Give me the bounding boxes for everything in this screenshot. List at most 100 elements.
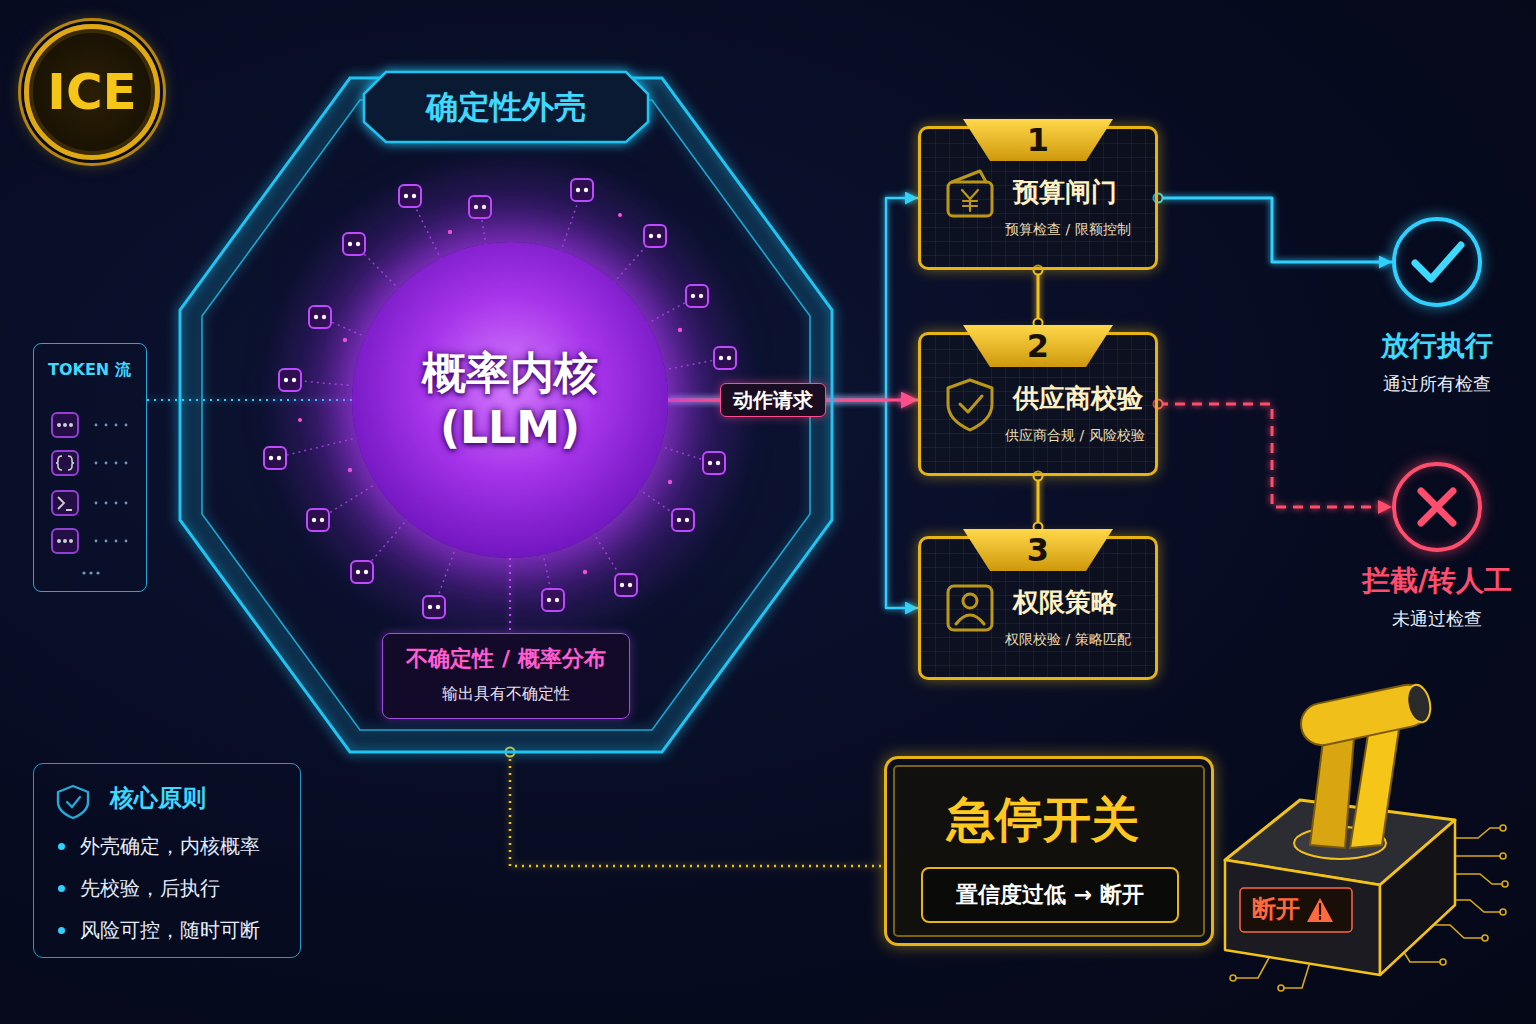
- roller-body: [1297, 681, 1433, 749]
- connector: [147, 399, 352, 401]
- token-particle: [672, 509, 694, 531]
- warning-mark: [1319, 904, 1321, 919]
- note-box: 不确定性 / 概率分布输出具有不确定性: [382, 633, 630, 719]
- result-circle: 放行执行通过所有检查: [1392, 217, 1482, 307]
- trace: [1284, 962, 1310, 988]
- trace-pad: [1278, 985, 1284, 991]
- particle-rays: [275, 190, 725, 607]
- lever-arm: [1350, 722, 1400, 848]
- sparkle: [343, 338, 347, 342]
- switch-plate: [1240, 888, 1352, 932]
- connector: [668, 198, 918, 400]
- connector: [1158, 198, 1392, 262]
- token-particle: [469, 196, 491, 218]
- token-particle: [571, 179, 593, 201]
- gate-box: 2供应商校验供应商合规 / 风险校验: [918, 332, 1158, 476]
- stream-title: TOKEN 流: [48, 360, 131, 379]
- gate-note: 权限校验 / 策略匹配: [1005, 631, 1131, 648]
- token-particle: [423, 596, 445, 618]
- result-note: 通过所有检查: [1383, 373, 1491, 395]
- trace-pad: [1500, 853, 1506, 859]
- shell-band: [180, 78, 832, 752]
- token-particle: [264, 447, 286, 469]
- gate-note: 预算检查 / 限额控制: [1005, 221, 1131, 238]
- token-particle: [279, 369, 301, 391]
- shell-outer: [180, 78, 832, 752]
- core-sphere: 概率内核 (LLM): [352, 242, 668, 558]
- trace-pad: [1500, 825, 1506, 831]
- token-particle: [351, 561, 373, 583]
- warning-triangle: [1307, 898, 1333, 922]
- sparkle: [583, 570, 587, 574]
- token-particle: [686, 285, 708, 307]
- gate-title: 权限策略: [1013, 587, 1117, 618]
- trace: [1236, 956, 1270, 978]
- note-body: 输出具有不确定性: [442, 684, 570, 703]
- trace: [1455, 874, 1502, 884]
- token-particle: [542, 589, 564, 611]
- estop-title: 急停开关: [947, 791, 1139, 849]
- connector: [1037, 476, 1040, 527]
- estop-box: 急停开关置信度过低 → 断开: [884, 756, 1214, 946]
- gate-number: 2: [963, 325, 1113, 367]
- trace: [1455, 855, 1500, 857]
- check-mark: [1415, 245, 1461, 279]
- gate-number: 3: [963, 529, 1113, 571]
- trace-pad: [1500, 909, 1506, 915]
- switch-front: [1225, 860, 1380, 975]
- token-particle: [703, 452, 725, 474]
- gate-number: 1: [963, 119, 1113, 161]
- edge-label: 动作请求: [720, 383, 826, 417]
- token-particles: [264, 179, 736, 618]
- trace-pad: [1502, 881, 1508, 887]
- trace: [1455, 828, 1500, 838]
- shell-inner: [202, 100, 810, 730]
- sparkle: [618, 213, 622, 217]
- token-particle: [644, 225, 666, 247]
- token-particle: [399, 185, 421, 207]
- token-particle: [615, 574, 637, 596]
- cross-mark: [1421, 491, 1453, 523]
- principle-item: 先校验，后执行: [80, 876, 220, 900]
- switch-side: [1380, 820, 1455, 975]
- gate-note: 供应商合规 / 风险校验: [1005, 427, 1145, 444]
- token-particle: [307, 509, 329, 531]
- result-note: 未通过检查: [1392, 608, 1482, 630]
- lever-roller: [1297, 681, 1434, 749]
- principles-title: 核心原则: [110, 784, 206, 813]
- sparkle: [448, 230, 452, 234]
- principles-panel: 核心原则外壳确定，内核概率先校验，后执行风险可控，随时可断: [33, 763, 301, 958]
- result-title: 拦截/转人工: [1362, 564, 1512, 598]
- trace-pad: [1440, 959, 1446, 965]
- sparkles: [298, 213, 682, 574]
- token-particle: [309, 306, 331, 328]
- gate-box: 1预算闸门预算检查 / 限额控制: [918, 126, 1158, 270]
- note-title: 不确定性 / 概率分布: [406, 646, 605, 672]
- rule-text: 置信度过低 → 断开: [956, 882, 1144, 908]
- roller-cap: [1404, 683, 1433, 725]
- trace-pad: [1230, 975, 1236, 981]
- rule-box: 置信度过低 → 断开: [921, 867, 1179, 923]
- gate-title: 供应商校验: [1013, 383, 1143, 414]
- principle-item: 外壳确定，内核概率: [80, 834, 260, 858]
- connector: [1037, 270, 1040, 323]
- sparkle: [668, 480, 672, 484]
- kill-switch: [1225, 681, 1508, 991]
- core-title: 概率内核 (LLM): [385, 345, 635, 455]
- sparkle: [678, 328, 682, 332]
- logo-badge: ICE: [24, 24, 160, 160]
- principle-item: 风险可控，随时可断: [80, 918, 260, 942]
- shell-tab: [364, 72, 648, 142]
- connector: [509, 558, 511, 633]
- result-title: 放行执行: [1381, 329, 1493, 363]
- shell-title: 确定性外壳: [426, 88, 586, 126]
- switch-label: 断开: [1252, 895, 1300, 924]
- token-particle: [714, 347, 736, 369]
- sparkle: [298, 418, 302, 422]
- stream-panel: TOKEN 流: [33, 343, 147, 592]
- logo-text: ICE: [47, 62, 136, 122]
- connector: [668, 400, 918, 608]
- connector: [510, 752, 884, 866]
- sparkle: [348, 468, 352, 472]
